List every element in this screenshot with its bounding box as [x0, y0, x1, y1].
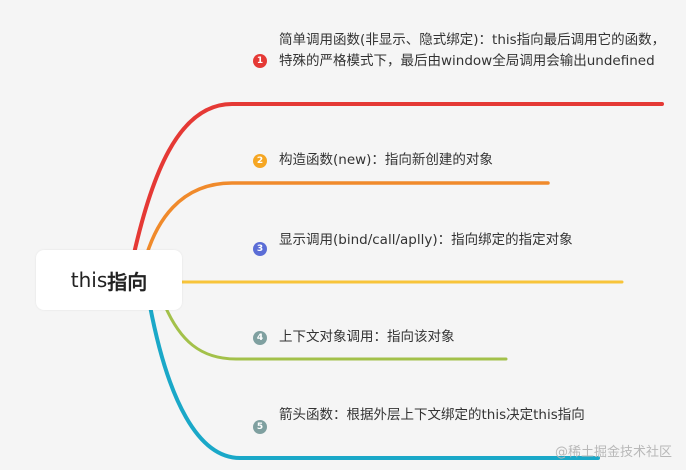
branch-1-text: 简单调用函数(非显示、隐式绑定)：this指向最后调用它的函数，特殊的严格模式下…: [279, 32, 666, 69]
watermark: @稀土掘金技术社区: [554, 445, 672, 460]
branch-4-connector: [163, 304, 508, 361]
root-label-pointer: 指向: [107, 269, 148, 294]
branch-5-text: 箭头函数：根据外层上下文绑定的this决定this指向: [279, 407, 585, 423]
branch-4-text: 上下文对象调用：指向该对象: [279, 329, 455, 345]
branch-5-number-badge: 5: [253, 420, 267, 434]
branch-2-number-badge: 2: [253, 154, 267, 168]
branch-3-text: 显示调用(bind/call/aplly)：指向绑定的指定对象: [279, 232, 573, 248]
branch-1-number-badge: 1: [253, 54, 267, 68]
branch-1-connector: [126, 102, 664, 284]
root-label-this: this: [70, 268, 108, 292]
branch-5-connector: [148, 304, 600, 460]
branch-3-number-badge: 3: [253, 242, 267, 256]
branch-2-text: 构造函数(new)：指向新创建的对象: [279, 152, 493, 168]
branch-4-number-badge: 4: [253, 331, 267, 345]
